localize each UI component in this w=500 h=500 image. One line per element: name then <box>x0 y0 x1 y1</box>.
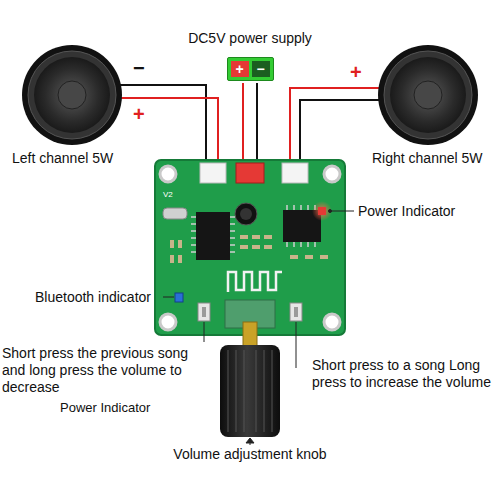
indicator-label: Bluetooth indicator <box>35 289 151 306</box>
speaker <box>22 45 122 145</box>
indicator-label: Power Indicator <box>358 203 455 220</box>
button-note: Short press to a song Long press to incr… <box>312 357 497 391</box>
volume-knob <box>220 322 280 437</box>
indicator-label: Power Indicator <box>60 400 150 416</box>
polarity-sign: + <box>350 60 362 84</box>
polarity-sign: + <box>231 61 249 77</box>
channel-label: Right channel 5W <box>372 150 483 167</box>
board-version: V2 <box>163 190 173 200</box>
knob-label: Volume adjustment knob <box>173 446 326 463</box>
polarity-sign: + <box>133 102 145 126</box>
power-connector: +− <box>227 57 274 81</box>
speaker <box>378 45 478 145</box>
button-note: Short press the previous song and long p… <box>2 345 202 395</box>
power-label: DC5V power supply <box>188 30 312 47</box>
polarity-sign: − <box>252 61 270 77</box>
channel-label: Left channel 5W <box>12 150 113 167</box>
leader-lines <box>163 210 354 446</box>
wires <box>110 83 390 165</box>
circuit-board <box>155 160 345 335</box>
polarity-sign: − <box>133 56 145 80</box>
